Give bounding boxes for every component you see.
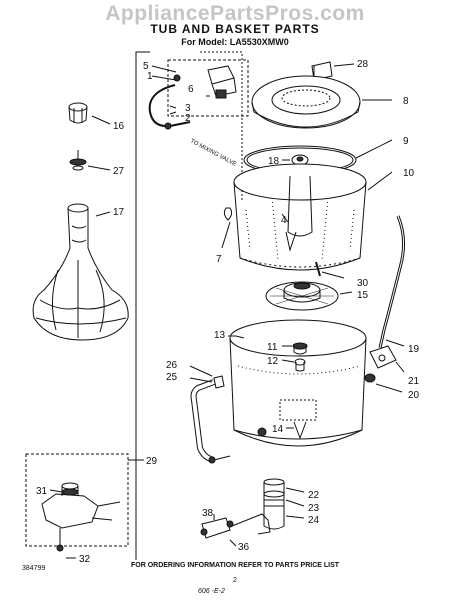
tub-ring xyxy=(251,75,361,129)
leader-19 xyxy=(385,339,405,347)
bracket-outline-right xyxy=(200,51,243,200)
outer-tub xyxy=(229,319,367,447)
callout-7: 7 xyxy=(216,254,222,265)
basket-drive xyxy=(265,281,339,311)
pump-coupling xyxy=(200,513,271,539)
leader-21 xyxy=(395,361,405,373)
bracket-outline-top xyxy=(135,51,150,58)
leader-20 xyxy=(375,383,403,393)
callout-3: 3 xyxy=(185,103,191,114)
callout-1: 1 xyxy=(147,71,153,82)
callout-17: 17 xyxy=(113,207,125,218)
leader-27 xyxy=(87,165,111,171)
page-number: 2 xyxy=(233,577,237,584)
document-number: 384799 xyxy=(22,565,46,572)
callout-28: 28 xyxy=(357,59,369,70)
ordering-note: FOR ORDERING INFORMATION REFER TO PARTS … xyxy=(130,562,340,569)
drain-screw xyxy=(293,421,307,440)
callout-23: 23 xyxy=(308,503,320,514)
revision-code: 606 -E-2 xyxy=(198,588,225,595)
leader-25-26 xyxy=(189,365,213,383)
callout-4: 4 xyxy=(281,215,287,226)
leader-11-12 xyxy=(281,345,295,363)
callout-18: 18 xyxy=(268,156,280,167)
tub-hose xyxy=(190,375,267,464)
callout-12: 12 xyxy=(267,356,279,367)
leader-1-6 xyxy=(151,65,210,115)
callout-27: 27 xyxy=(113,166,125,177)
callout-26: 26 xyxy=(166,360,178,371)
leader-7 xyxy=(221,221,231,249)
leader-17 xyxy=(95,211,111,217)
drain-pipe xyxy=(263,478,285,530)
callout-16: 16 xyxy=(113,121,125,132)
callout-25: 25 xyxy=(166,372,178,383)
drive-block-screw xyxy=(285,231,297,252)
callout-2: 2 xyxy=(185,113,191,124)
leader-31-32 xyxy=(49,489,76,559)
callout-labels: 5 1 6 3 2 16 27 17 28 8 9 18 10 4 7 30 1… xyxy=(36,59,420,565)
callout-19: 19 xyxy=(408,344,420,355)
agitator xyxy=(32,203,129,341)
inlet-fitting xyxy=(173,65,237,99)
inlet-hose xyxy=(148,84,176,127)
hose-note: TO MIXING VALVE xyxy=(189,138,237,167)
callout-30: 30 xyxy=(357,278,369,289)
drain-hose xyxy=(378,215,405,349)
leader-16 xyxy=(91,115,111,125)
leader-22-24 xyxy=(285,487,305,519)
callout-36: 36 xyxy=(238,542,250,553)
callout-13: 13 xyxy=(214,330,226,341)
spin-basket xyxy=(233,163,367,271)
callout-29: 29 xyxy=(146,456,158,467)
leader-15 xyxy=(339,291,353,295)
model-subtitle: For Model: LA5530XMW0 xyxy=(181,37,289,47)
hub-gasket xyxy=(315,261,321,277)
callout-10: 10 xyxy=(403,168,415,179)
callout-15: 15 xyxy=(357,290,369,301)
leader-36-38 xyxy=(213,514,237,547)
basket-clip xyxy=(223,207,233,221)
callout-5: 5 xyxy=(143,61,149,72)
pump xyxy=(41,482,121,552)
air-dome xyxy=(369,345,397,369)
tub-hub xyxy=(292,342,308,372)
leader-10 xyxy=(367,171,393,191)
agitator-seal xyxy=(69,150,87,171)
callout-8: 8 xyxy=(403,96,409,107)
diagram-title: TUB AND BASKET PARTS xyxy=(150,22,320,36)
callout-24: 24 xyxy=(308,515,320,526)
callout-32: 32 xyxy=(79,554,91,565)
callout-9: 9 xyxy=(403,136,409,147)
inlet-assembly-box xyxy=(167,59,249,117)
leader-4 xyxy=(281,213,289,223)
callout-38: 38 xyxy=(202,508,214,519)
callout-20: 20 xyxy=(408,390,420,401)
dome-fitting xyxy=(364,373,376,383)
callout-31: 31 xyxy=(36,486,48,497)
callout-21: 21 xyxy=(408,376,420,387)
leader-28 xyxy=(333,63,355,67)
callout-6: 6 xyxy=(188,84,194,95)
leader-9 xyxy=(355,139,393,159)
agitator-cap xyxy=(68,102,88,124)
callout-14: 14 xyxy=(272,424,284,435)
leader-30 xyxy=(321,271,345,279)
callout-22: 22 xyxy=(308,490,320,501)
callout-11: 11 xyxy=(267,342,278,353)
pump-box xyxy=(25,453,129,547)
leader-13 xyxy=(228,335,245,339)
watermark: AppliancePartsPros.com xyxy=(105,2,365,25)
